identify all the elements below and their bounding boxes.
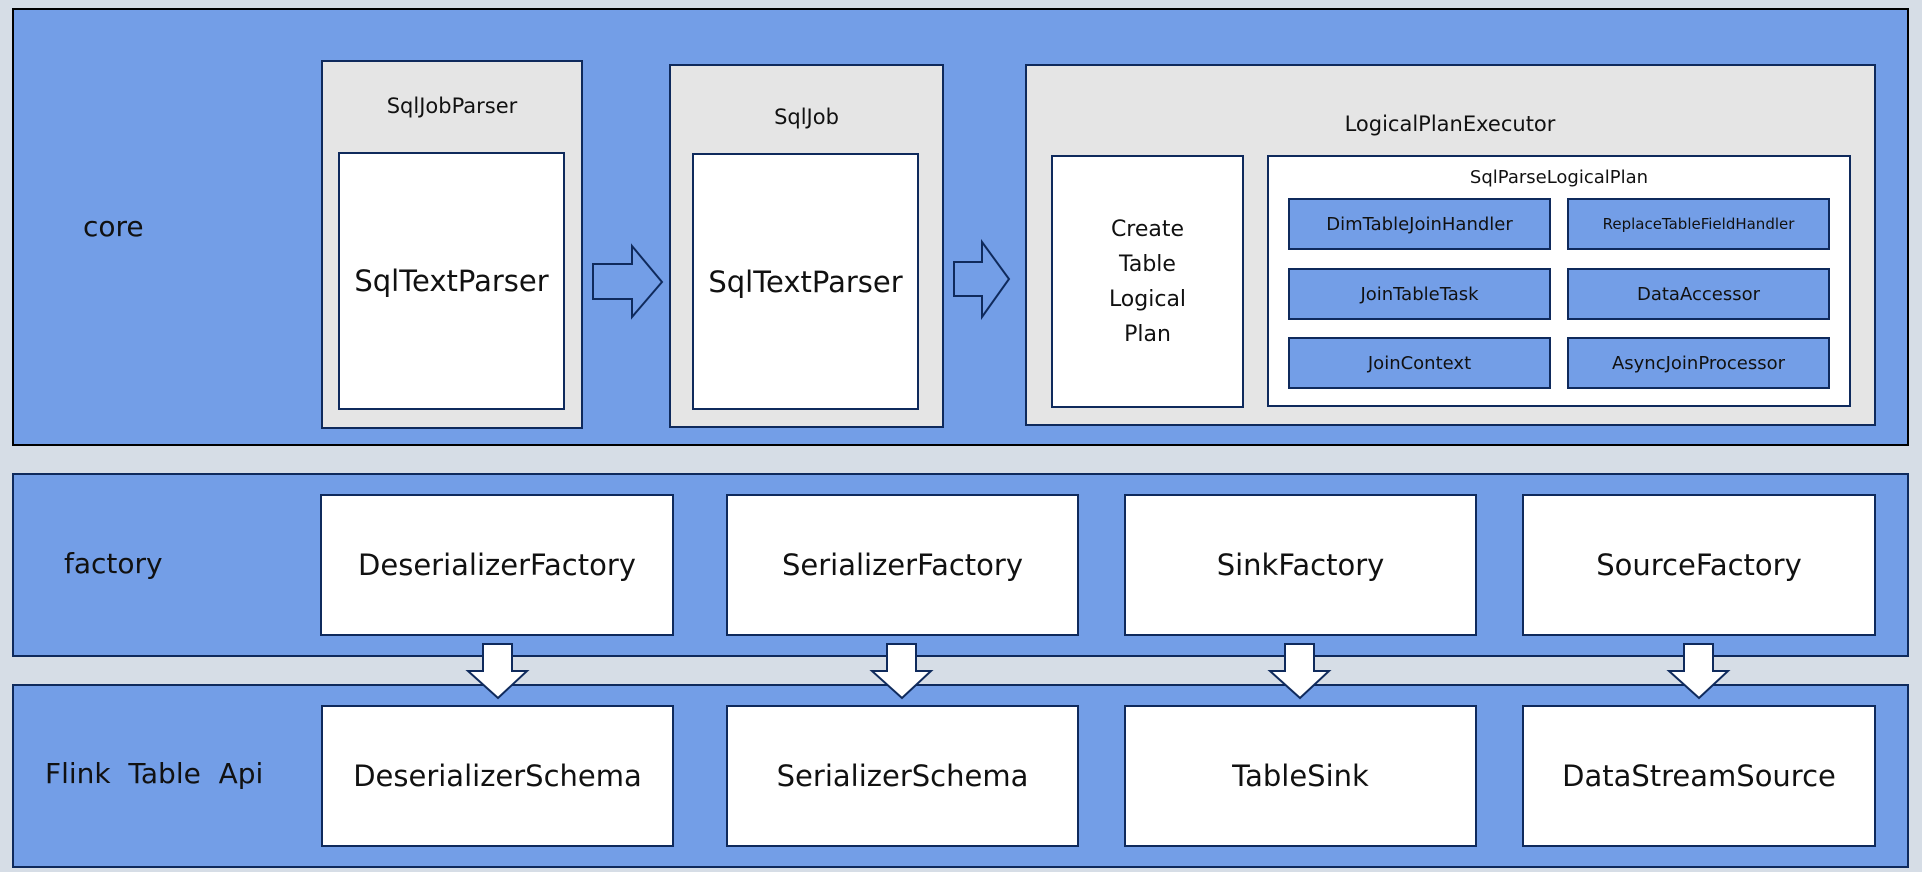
sql-job-parser-sql-text-parser[interactable]: SqlTextParser [338,152,565,410]
sql-job-sql-text-parser[interactable]: SqlTextParser [692,153,919,410]
factory-layer-label: factory [64,547,163,580]
flink-item-serializer-schema[interactable]: SerializerSchema [726,705,1079,847]
component-dim-table-join-handler[interactable]: DimTableJoinHandler [1288,198,1551,250]
factory-item-deserializer-factory[interactable]: DeserializerFactory [320,494,674,636]
down-arrow-icon [869,643,934,700]
right-arrow-icon [953,238,1011,321]
flink-item-table-sink[interactable]: TableSink [1124,705,1477,847]
create-table-logical-plan-box[interactable]: Create Table Logical Plan [1051,155,1244,408]
factory-item-sink-factory[interactable]: SinkFactory [1124,494,1477,636]
factory-item-source-factory[interactable]: SourceFactory [1522,494,1876,636]
component-data-accessor[interactable]: DataAccessor [1567,268,1830,320]
flink-item-data-stream-source[interactable]: DataStreamSource [1522,705,1876,847]
component-async-join-processor[interactable]: AsyncJoinProcessor [1567,337,1830,389]
right-arrow-icon [592,243,664,320]
create-table-logical-plan-line: Table [1119,251,1176,277]
create-table-logical-plan-line: Logical [1108,286,1187,312]
component-replace-table-field-handler[interactable]: ReplaceTableFieldHandler [1567,198,1830,250]
create-table-logical-plan-line: Plan [1124,321,1171,347]
component-join-context[interactable]: JoinContext [1288,337,1551,389]
component-join-table-task[interactable]: JoinTableTask [1288,268,1551,320]
sql-job-title: SqlJob [774,105,839,129]
create-table-logical-plan-line: Create [1110,216,1185,242]
sql-job-parser-title: SqlJobParser [386,94,518,118]
down-arrow-icon [1267,643,1332,700]
logical-plan-executor-title: LogicalPlanExecutor [1344,112,1556,136]
sql-parse-logical-plan-title: SqlParseLogicalPlan [1469,166,1649,188]
factory-item-serializer-factory[interactable]: SerializerFactory [726,494,1079,636]
flink-table-api-layer-label: Flink Table Api [45,757,264,790]
down-arrow-icon [1666,643,1731,700]
down-arrow-icon [465,643,530,700]
core-layer-label: core [83,210,144,243]
flink-item-deserializer-schema[interactable]: DeserializerSchema [321,705,674,847]
